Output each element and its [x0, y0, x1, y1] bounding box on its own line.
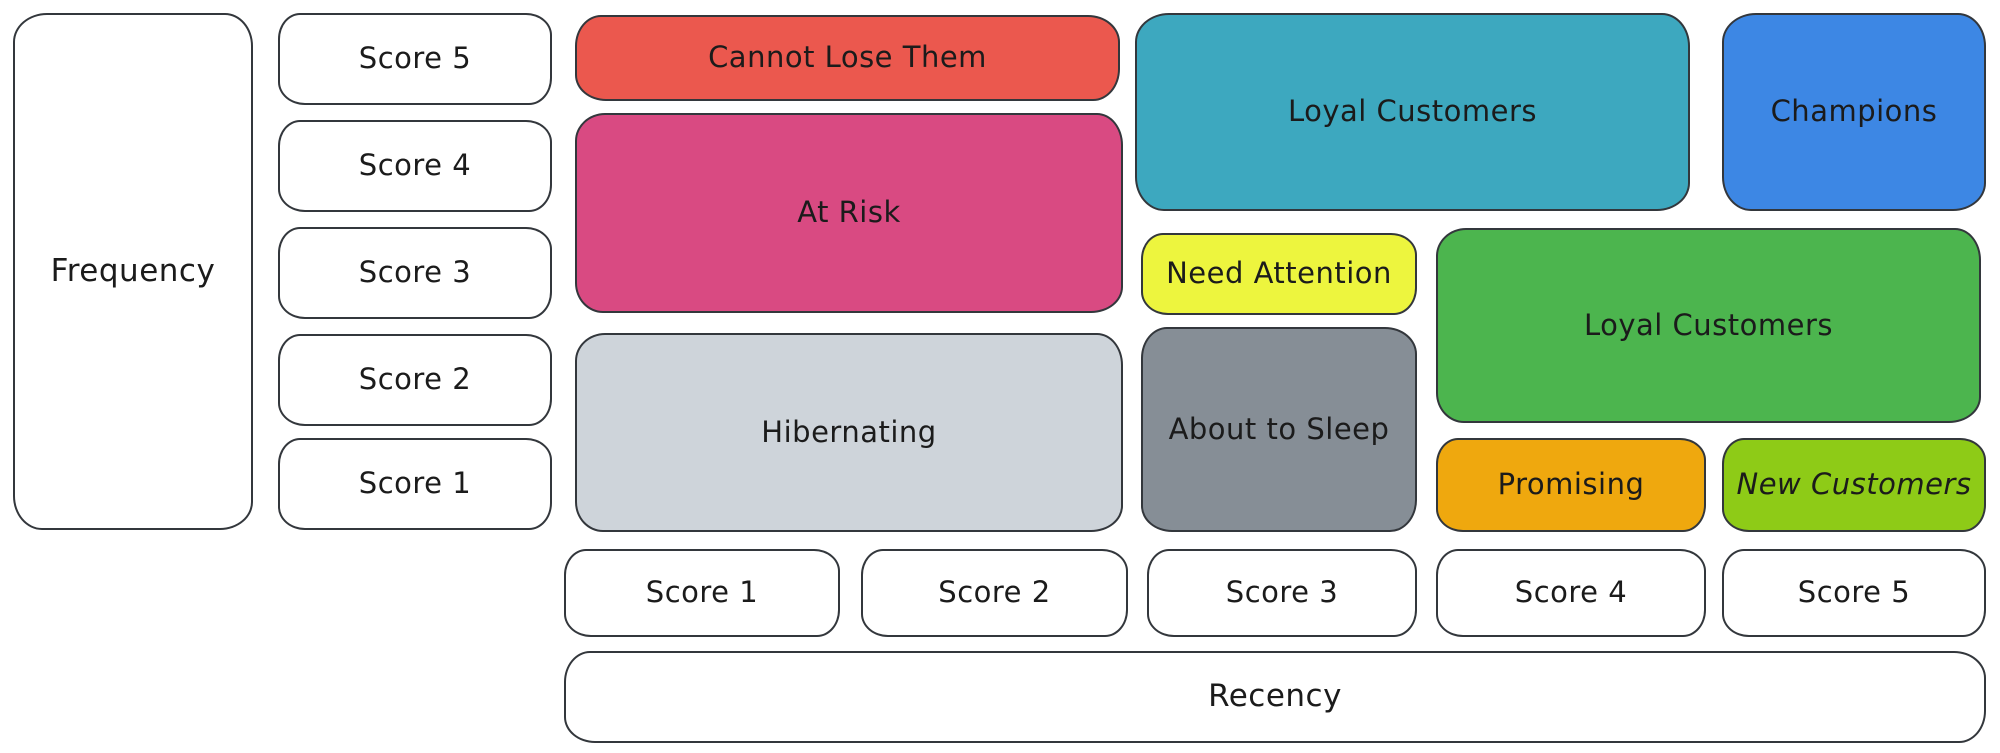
frequency-score-1-box: Score 1	[278, 438, 552, 530]
recency-score-2-box: Score 2	[861, 549, 1128, 637]
segment-new-customers-label: New Customers	[1736, 467, 1972, 502]
frequency-score-5-label: Score 5	[358, 41, 472, 76]
recency-score-4-box: Score 4	[1436, 549, 1706, 637]
segment-champions: Champions	[1722, 13, 1986, 211]
frequency-axis-label-text: Frequency	[50, 252, 216, 289]
recency-score-3-box: Score 3	[1147, 549, 1417, 637]
frequency-score-5-box: Score 5	[278, 13, 552, 105]
segment-cannot-lose-them-label: Cannot Lose Them	[708, 40, 987, 75]
segment-champions-label: Champions	[1770, 94, 1938, 129]
frequency-score-4-box: Score 4	[278, 120, 552, 212]
frequency-score-1-label: Score 1	[358, 466, 472, 501]
segment-loyal-customers-upper-label: Loyal Customers	[1287, 94, 1538, 129]
segment-loyal-customers-lower-label: Loyal Customers	[1583, 307, 1834, 342]
recency-score-3-label: Score 3	[1225, 575, 1339, 610]
recency-score-1-label: Score 1	[645, 575, 759, 610]
segment-hibernating: Hibernating	[575, 333, 1123, 532]
segment-about-to-sleep-label: About to Sleep	[1168, 411, 1390, 446]
recency-axis-label-box: Recency	[564, 651, 1986, 743]
segment-need-attention: Need Attention	[1141, 233, 1417, 315]
frequency-score-3-label: Score 3	[358, 255, 472, 290]
recency-score-5-box: Score 5	[1722, 549, 1986, 637]
recency-score-5-label: Score 5	[1797, 575, 1911, 610]
segment-promising: Promising	[1436, 438, 1706, 532]
segment-need-attention-label: Need Attention	[1166, 256, 1392, 291]
recency-score-2-label: Score 2	[938, 575, 1051, 610]
recency-score-4-label: Score 4	[1514, 575, 1628, 610]
segment-at-risk-label: At Risk	[797, 195, 901, 230]
segment-new-customers: New Customers	[1722, 438, 1986, 532]
segment-loyal-customers-upper: Loyal Customers	[1135, 13, 1690, 211]
recency-score-1-box: Score 1	[564, 549, 840, 637]
segment-hibernating-label: Hibernating	[761, 414, 937, 449]
frequency-score-2-label: Score 2	[358, 362, 472, 397]
frequency-score-2-box: Score 2	[278, 334, 552, 426]
recency-axis-label-text: Recency	[1208, 678, 1342, 715]
frequency-score-4-label: Score 4	[358, 148, 472, 183]
segment-cannot-lose-them: Cannot Lose Them	[575, 15, 1120, 101]
segment-about-to-sleep: About to Sleep	[1141, 327, 1417, 532]
segment-at-risk: At Risk	[575, 113, 1123, 313]
frequency-score-3-box: Score 3	[278, 227, 552, 319]
frequency-axis-label-box: Frequency	[13, 13, 253, 530]
segment-promising-label: Promising	[1497, 467, 1645, 502]
segment-loyal-customers-lower: Loyal Customers	[1436, 228, 1981, 423]
